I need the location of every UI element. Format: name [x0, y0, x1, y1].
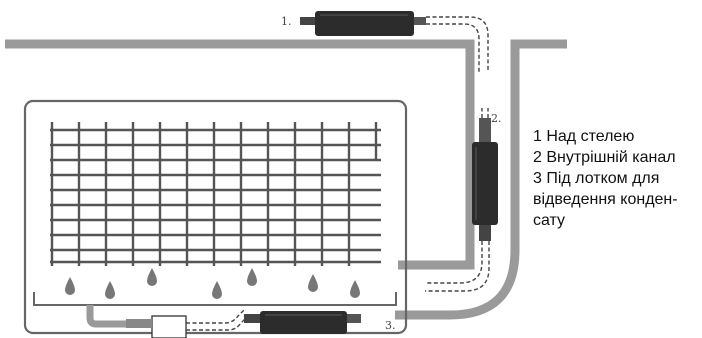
pump-2-inlet-hose [425, 241, 490, 292]
water-drop-icon [65, 277, 75, 295]
hose-connector-icon [347, 314, 361, 323]
pump-position-3: 3. [86, 305, 396, 338]
evaporator-coil [50, 122, 381, 266]
pump-2-inlet-connector [479, 225, 491, 241]
pump-3-inlet-connector [244, 314, 260, 323]
unit-casing [23, 99, 408, 335]
water-drop-icon [147, 268, 157, 286]
legend-item-1: 1 Над стелею [533, 128, 635, 145]
pump-position-1: 1. [281, 11, 489, 72]
ceiling-and-wall [5, 39, 567, 320]
condensate-tray [33, 292, 397, 306]
condensate-pump-icon [472, 142, 498, 225]
pump-1-inlet-connector [300, 17, 316, 25]
ceiling-left-slab [5, 39, 475, 270]
condensate-pump-icon [260, 311, 347, 334]
hose-connector-icon [414, 17, 426, 25]
float-reservoir [151, 315, 187, 338]
tray-drain-pipe [86, 305, 152, 328]
legend: 1 Над стелею 2 Внутрішній канал 3 Під ло… [533, 126, 698, 231]
condensate-drops [65, 268, 360, 299]
condensate-pump-icon [315, 11, 414, 36]
legend-item-3-line-3: сату [533, 212, 566, 229]
water-drop-icon [308, 274, 318, 292]
water-drop-icon [105, 281, 115, 299]
pump-2-label: 2. [491, 112, 502, 125]
water-drop-icon [212, 281, 222, 299]
reservoir-cap [126, 319, 152, 328]
pump-2-outlet-hose [481, 108, 489, 118]
legend-item-3-line-1: 3 Під лотком для [533, 170, 660, 187]
pump-1-drain-hose [426, 16, 489, 72]
pump-1-label: 1. [281, 15, 292, 28]
legend-item-2: 2 Внутрішній канал [533, 149, 676, 166]
wall-right [395, 39, 567, 320]
water-drop-icon [350, 280, 360, 298]
pump-3-label: 3. [385, 319, 396, 332]
indoor-unit [23, 99, 408, 335]
hose-connector-icon [479, 118, 491, 142]
legend-item-3-line-2: відведення конден- [533, 191, 678, 208]
water-drop-icon [247, 268, 257, 286]
pump-position-2: 2. [425, 108, 502, 292]
pump-3-suction-hose [186, 309, 249, 331]
